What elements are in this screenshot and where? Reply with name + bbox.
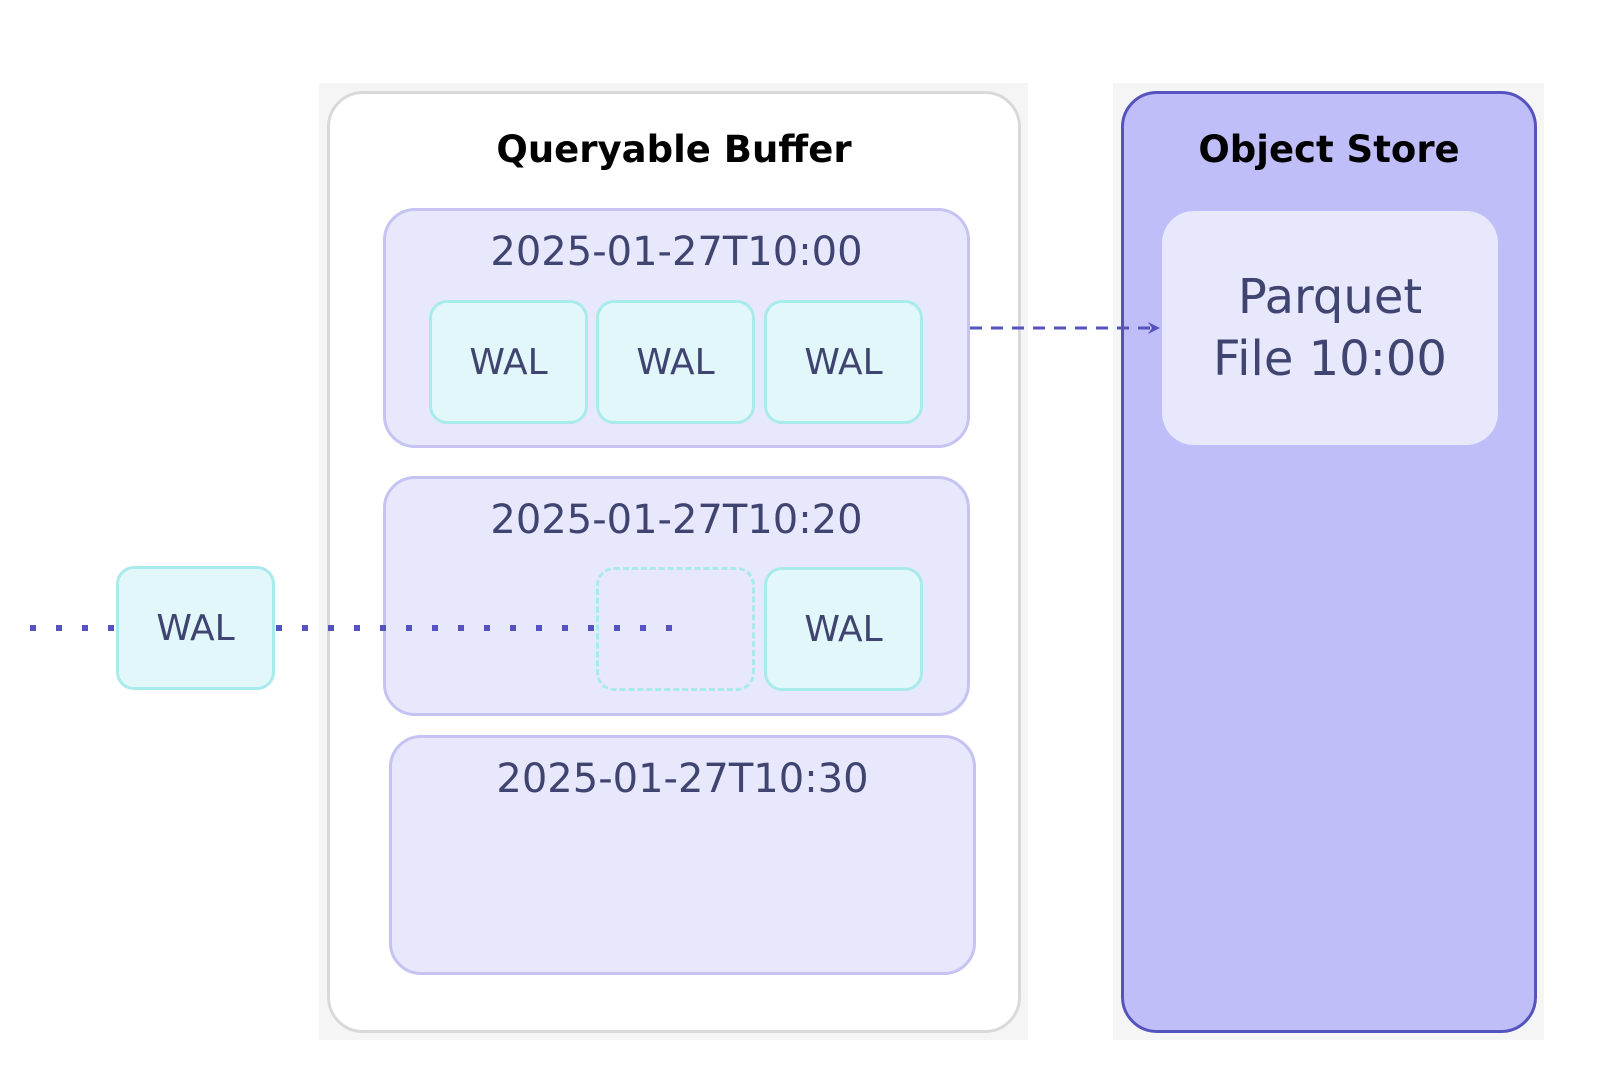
object-store-title: Object Store [1198, 128, 1460, 171]
wal-box: WAL [596, 300, 755, 424]
bucket-1030-label: 2025-01-27T10:30 [496, 756, 869, 802]
parquet-file-box: Parquet File 10:00 [1162, 211, 1498, 445]
parquet-file-line1: Parquet [1237, 269, 1423, 325]
bucket-1000-label: 2025-01-27T10:00 [490, 229, 863, 275]
wal-box: WAL [429, 300, 588, 424]
buffer-title: Queryable Buffer [496, 128, 852, 171]
parquet-file-line2: File 10:00 [1213, 331, 1447, 387]
wal-box: WAL [764, 567, 923, 691]
wal-box: WAL [764, 300, 923, 424]
wal-placeholder-slot [596, 567, 755, 691]
bucket-1020-label: 2025-01-27T10:20 [490, 497, 863, 543]
bucket-1000: 2025-01-27T10:00 WAL WAL WAL [383, 208, 970, 448]
bucket-1030: 2025-01-27T10:30 [389, 735, 976, 975]
incoming-wal-box: WAL [116, 566, 275, 690]
bucket-1020: 2025-01-27T10:20 WAL [383, 476, 970, 716]
